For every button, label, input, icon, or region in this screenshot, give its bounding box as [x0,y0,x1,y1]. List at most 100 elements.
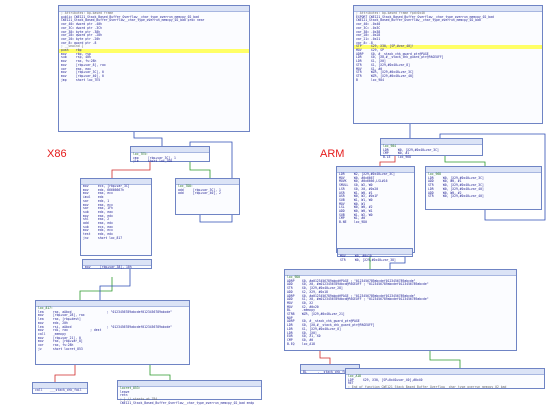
instruction-line: SUB W1, W1, W0 [339,197,373,202]
block-title-bar[interactable] [81,179,151,185]
instruction-line: var_40= dword ptr -40h [61,22,102,27]
x86-stack-chk-fail-block[interactable]: call ___stack_chk_fail [32,382,88,394]
block-title-bar[interactable] [83,260,151,266]
edge-left-to-loc817 [79,277,113,300]
instruction-line: sar edx, 1 [83,198,110,203]
block-title-bar[interactable] [33,383,87,389]
instruction-line: LDR W0, [X29,#0x40+var_40] [428,186,484,191]
instruction-line: lea rax, aAbcd ; "0123456789abcdef012345… [38,309,173,314]
instruction-line: add eax, edx [83,221,113,226]
instruction-line: var_8= -8 [356,40,373,45]
instruction-line: LDR W0, [X29,#0x40+var_3C] [428,175,484,180]
instruction-line: mov eax, ecx [83,202,113,207]
instruction-line: LDR X1, [X0] [356,59,386,64]
instruction-line: CMP W0, #1 [383,151,410,156]
instruction-line: B.EQ loc_A18 [287,341,315,346]
instruction-line: mov [rbp+var_40], 0 [61,73,104,78]
block-title-bar[interactable] [36,301,189,307]
instruction-line: MOV X1, #0 [356,66,383,71]
instruction-line: var_28= qword ptr -28h [61,33,102,38]
instruction-line: imul edx [83,195,104,200]
instruction-line: LDR X1, [X29,#0x40+var_8] [287,326,342,331]
edge-tail-to-loc817 [99,269,131,300]
instruction-line: lea rsi, aAbcd ; "0123456789abcdef012345… [38,324,173,329]
block-title-bar[interactable] [59,6,249,12]
instruction-line: mov edx, ecx [83,228,113,233]
instruction-line: MOV W0, W1 [339,201,366,206]
instruction-line: STR X1, [X29,#0x40+var_8] [356,62,411,67]
instruction-line: var_20= byte ptr -20h [61,36,101,41]
block-title-bar[interactable] [346,369,544,375]
instruction-line: STRB WZR, [X29,#0x40+var_21] [287,312,345,317]
instruction-line: mov ecx, [rbp+var_3C] [83,184,130,188]
instruction-line: ; Attributes: bp-based frame fpd=0x40 [356,11,425,15]
edge-loc817-ret [149,365,171,380]
edge-arm-984-true [444,156,486,166]
edge-loc7e5-true [189,162,211,178]
instruction-line: STR W0, [X29,#0x40+var_38] [340,257,396,262]
arm-edges [319,124,546,368]
instruction-line: ; __unwind { [61,44,84,49]
instruction-line: loc_7E5: [133,152,148,156]
block-title-bar[interactable] [118,381,261,387]
instruction-line: leave [120,389,130,394]
instruction-line: mov [rbp+var_38], 10h [85,265,132,269]
instruction-line: LDR X0, [X0,#__stack_chk_guard_ptr@PAGEO… [356,55,444,60]
instruction-line: MOV X2, #0x20 [287,304,319,309]
block-title-bar[interactable] [337,167,414,173]
instruction-line: jmp short loc_7E5 [61,77,101,82]
instruction-line: ; End of function CWE121_Stack_Based_Buf… [348,385,507,390]
x86-loc-817-block[interactable]: loc_817:lea rax, aAbcd ; "0123456789abcd… [35,300,190,365]
instruction-line: RET [348,381,354,386]
instruction-line: call _memcpy [38,331,66,336]
instruction-line: ASR W1, W0, #1 [339,190,373,195]
block-title-bar[interactable] [354,6,542,12]
edge-arm-984-false [379,156,396,166]
instruction-line: ADD X1, X0, #a0123456789abcd@PAGEOFF ; "… [287,297,429,302]
instruction-line: retn [120,393,128,398]
instruction-line: MOV X29, SP [356,48,384,53]
x86-edges [54,132,233,382]
instruction-line: var_40= -0x40 [356,22,381,27]
block-title-bar[interactable] [338,249,412,255]
block-title-bar[interactable] [381,139,482,145]
instruction-line: add [rbp+var_3C], 1 [178,187,221,192]
block-title-bar[interactable] [285,270,516,276]
block-title-bar[interactable] [176,179,239,185]
edge-main-to-loc7e5 [133,132,163,146]
instruction-line: CWE121_Stack_Based_Buffer_Overflow__char… [120,400,255,405]
arm-modulo-check-block[interactable]: LDR W2, [X29,#0x40+var_3C]MOV W0, #0x666… [336,166,415,253]
instruction-line: var_38= byte ptr -38h [61,29,101,34]
block-title-bar[interactable] [426,167,541,173]
instruction-line: sub ecx, eax [83,224,113,229]
instruction-line: sar eax, 1Fh [83,206,113,211]
block-title-bar[interactable] [301,365,359,371]
instruction-line: mov [rbp+var_8], rax [61,62,106,67]
x86-set-value-block[interactable]: mov [rbp+var_38], 10h [82,259,152,269]
instruction-line: SMULL X0, W2, W0 [339,183,373,188]
instruction-line: mov eax, ecx [83,191,113,196]
instruction-line: STR WZR, [X29,#0x40+var_3C] [356,70,414,75]
block-title-bar[interactable] [131,147,209,153]
instruction-line: jle short loc_7D8 [133,159,173,164]
instruction-line: B loc_984 [356,77,384,82]
instruction-line: ADRP X0, #__stack_chk_guard_ptr@PAGE [356,51,429,56]
instruction-line: sub edx, eax [83,209,113,214]
edge-loc7e5-false [111,162,151,178]
instruction-line: ASR W0, W2, #0x1F [339,194,379,199]
instruction-line: STR W0, [X29,#0x40+var_3C] [428,183,484,188]
instruction-line: mov rbp, rsp [61,51,91,56]
instruction-line: LDR W0, [X29,#0x40+var_3C] [383,147,439,152]
